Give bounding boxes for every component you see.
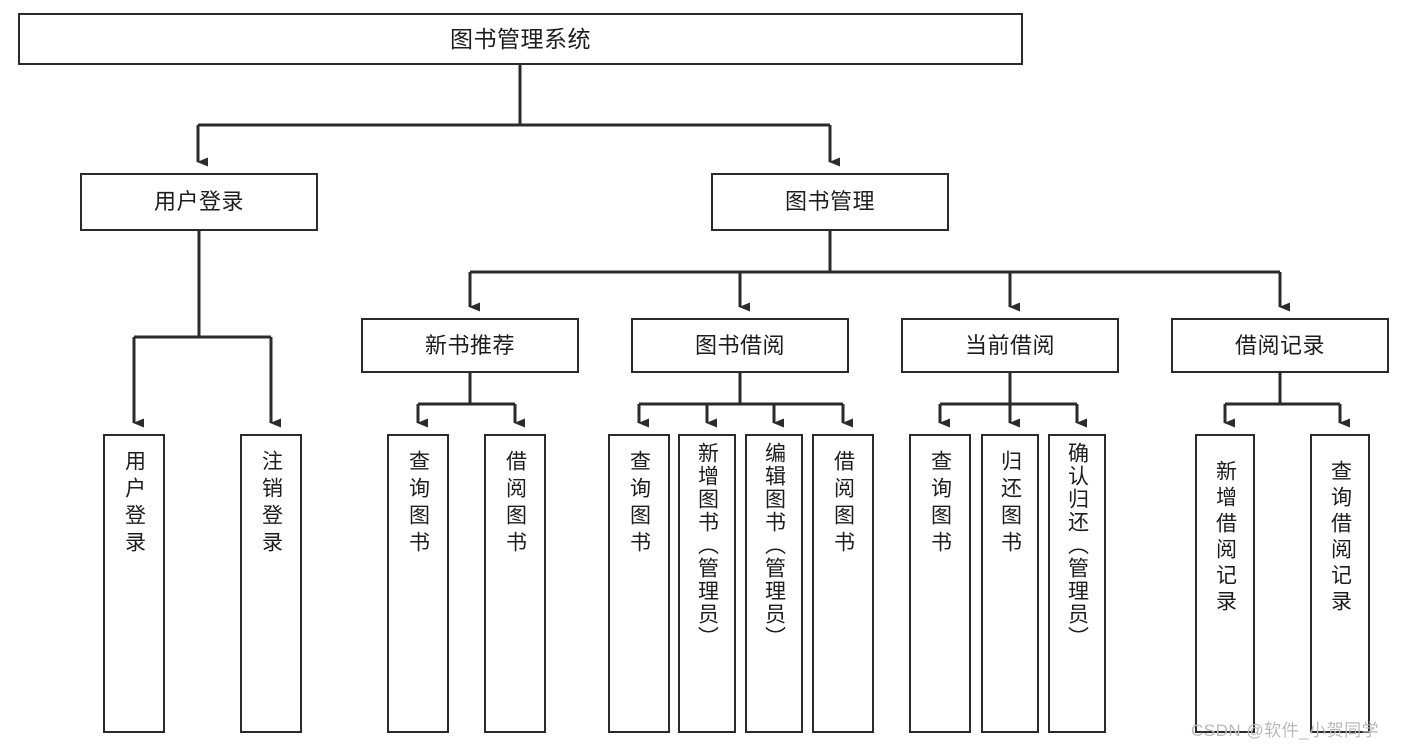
node-leaf-borrow-book-2[interactable]: 借阅图书 [812, 434, 874, 733]
node-leaf-query-book-2[interactable]: 查询图书 [608, 434, 670, 733]
node-leaf-confirm-return[interactable]: 确认归还（管理员） [1048, 434, 1106, 733]
node-current-borrow[interactable]: 当前借阅 [901, 318, 1119, 373]
node-book-manage-label: 图书管理 [784, 189, 875, 215]
node-current-borrow-label: 当前借阅 [964, 332, 1055, 358]
node-book-borrow-label: 图书借阅 [694, 332, 785, 358]
node-leaf-query-book-3-label: 查询图书 [928, 450, 952, 558]
node-leaf-query-record[interactable]: 查询借阅记录 [1310, 434, 1370, 733]
csdn-watermark: CSDN @软件_小贺同学 [1191, 721, 1380, 740]
node-leaf-add-record[interactable]: 新增借阅记录 [1195, 434, 1255, 733]
node-leaf-query-book-1-label: 查询图书 [406, 450, 430, 558]
node-leaf-add-book-label: 新增图书（管理员） [695, 442, 719, 649]
node-leaf-edit-book-label: 编辑图书（管理员） [762, 442, 786, 649]
node-user-login-label: 用户登录 [153, 189, 244, 215]
node-leaf-confirm-return-label: 确认归还（管理员） [1065, 442, 1089, 649]
node-leaf-return-book[interactable]: 归还图书 [981, 434, 1039, 733]
node-user-login[interactable]: 用户登录 [80, 173, 318, 231]
node-borrow-record[interactable]: 借阅记录 [1171, 318, 1389, 373]
node-new-book-recommend[interactable]: 新书推荐 [361, 318, 579, 373]
node-leaf-user-logout[interactable]: 注销登录 [240, 434, 302, 733]
node-leaf-edit-book[interactable]: 编辑图书（管理员） [745, 434, 803, 733]
node-leaf-borrow-book-1-label: 借阅图书 [503, 450, 527, 558]
node-leaf-borrow-book-2-label: 借阅图书 [831, 450, 855, 558]
node-root[interactable]: 图书管理系统 [18, 13, 1023, 65]
node-new-book-recommend-label: 新书推荐 [424, 332, 515, 358]
node-leaf-query-book-1[interactable]: 查询图书 [387, 434, 449, 733]
node-borrow-record-label: 借阅记录 [1234, 332, 1325, 358]
node-leaf-user-logout-label: 注销登录 [259, 450, 283, 558]
node-leaf-return-book-label: 归还图书 [998, 450, 1022, 558]
node-leaf-query-record-label: 查询借阅记录 [1328, 460, 1352, 616]
node-book-borrow[interactable]: 图书借阅 [631, 318, 849, 373]
node-root-label: 图书管理系统 [450, 25, 591, 52]
node-leaf-user-login[interactable]: 用户登录 [103, 434, 165, 733]
node-leaf-query-book-2-label: 查询图书 [627, 450, 651, 558]
node-leaf-add-record-label: 新增借阅记录 [1213, 460, 1237, 616]
node-leaf-borrow-book-1[interactable]: 借阅图书 [484, 434, 546, 733]
node-leaf-add-book[interactable]: 新增图书（管理员） [678, 434, 736, 733]
node-leaf-query-book-3[interactable]: 查询图书 [909, 434, 971, 733]
node-book-manage[interactable]: 图书管理 [711, 173, 949, 231]
node-leaf-user-login-label: 用户登录 [122, 450, 146, 558]
